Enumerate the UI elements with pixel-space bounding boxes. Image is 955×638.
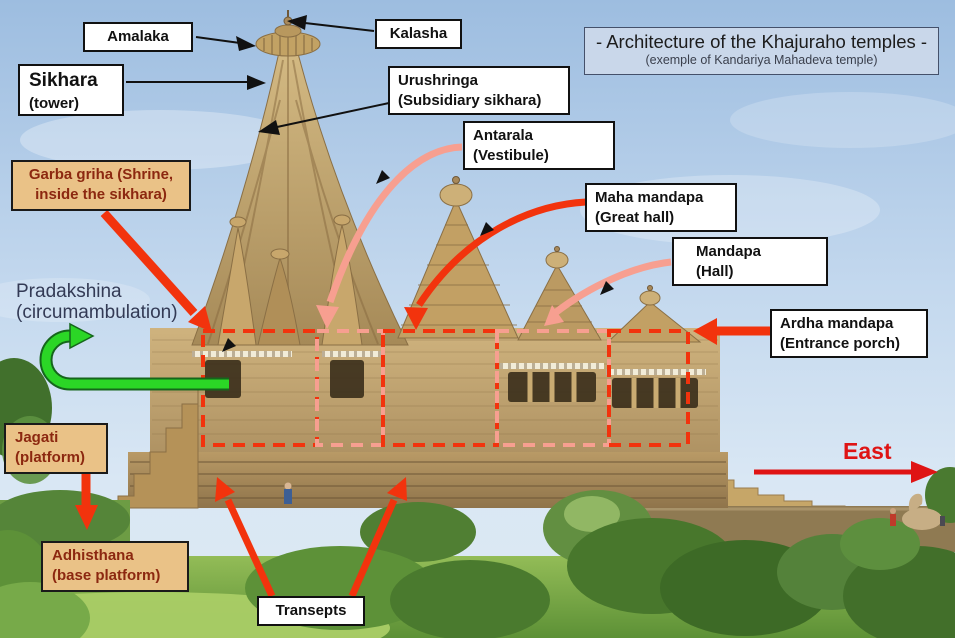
dashed-outline-mandapa <box>495 329 611 447</box>
amalaka-pointer <box>195 36 256 51</box>
diagram-title: - Architecture of the Khajuraho temples … <box>584 27 939 75</box>
mandapa-label: Mandapa (Hall) <box>672 237 828 286</box>
title-line: - Architecture of the Khajuraho temples … <box>595 31 928 52</box>
east-label: East <box>843 438 892 464</box>
dashed-outline-ardha-mandapa <box>607 329 690 447</box>
dashed-outline-antarala <box>315 329 385 447</box>
maha-mandapa-label: Maha mandapa (Great hall) <box>585 183 737 232</box>
pradakshina-label: Pradakshina (circumambulation) <box>16 281 178 324</box>
urushringa-label: Urushringa (Subsidiary sikhara) <box>388 66 570 115</box>
jagati-arrow <box>75 472 98 530</box>
garba-griha-label: Garba griha (Shrine, inside the sikhara) <box>11 160 191 211</box>
transepts-arrow-right <box>348 477 407 598</box>
urushringa-pointer <box>258 102 390 135</box>
sikhara-pointer <box>126 75 266 90</box>
visitors-and-statue <box>284 482 945 530</box>
kalasha-pointer <box>287 15 375 32</box>
maha-mandapa-arrow <box>404 198 587 330</box>
ardha-mandapa-arrow <box>693 318 770 345</box>
dashed-plan-outlines <box>201 329 690 447</box>
mandapa-arrow <box>544 258 672 326</box>
antarala-label: Antarala (Vestibule) <box>463 121 615 170</box>
transepts-arrow-left <box>215 477 276 598</box>
antarala-arrow <box>316 143 463 329</box>
subtitle-line: (exemple of Kandariya Mahadeva temple) <box>645 53 878 67</box>
kalasha-label: Kalasha <box>375 19 462 49</box>
horse-statue <box>902 508 942 530</box>
jagati-label: Jagati (platform) <box>4 423 108 474</box>
transepts-label: Transepts <box>257 596 365 626</box>
adhisthana-label: Adhisthana (base platform) <box>41 541 189 592</box>
amalaka-label: Amalaka <box>83 22 193 52</box>
ardha-mandapa-label: Ardha mandapa (Entrance porch) <box>770 309 928 358</box>
garba-griha-arrow <box>100 209 236 352</box>
east-arrow <box>754 461 938 483</box>
sikhara-label: Sikhara (tower) <box>18 64 124 116</box>
amalaka-and-kalasha <box>255 10 321 57</box>
dashed-outline-maha-mandapa <box>381 329 499 447</box>
pradakshina-arrow <box>39 322 229 391</box>
